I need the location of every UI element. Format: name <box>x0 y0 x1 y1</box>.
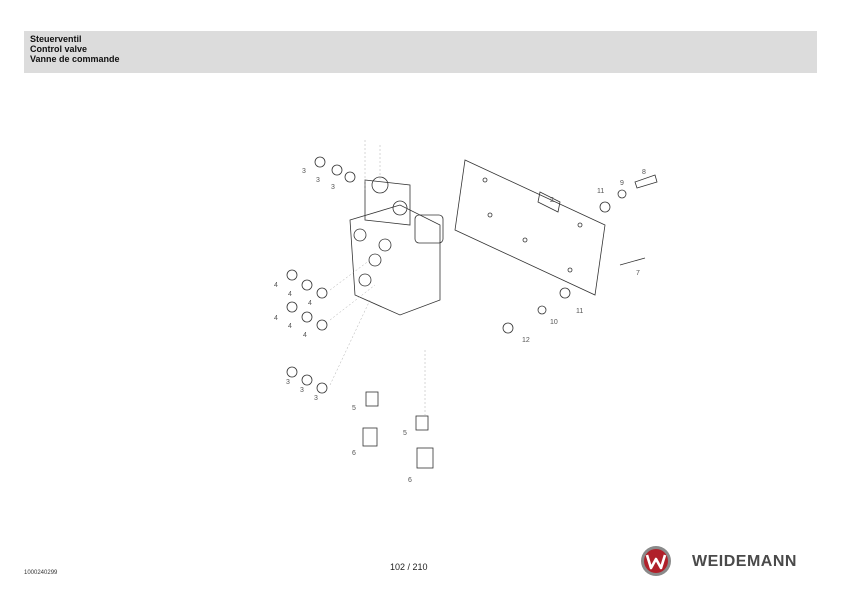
callout-5: 5 <box>403 430 407 437</box>
brand-name: WEIDEMANN <box>692 553 797 570</box>
nut-10 <box>537 305 547 315</box>
callout-5: 5 <box>352 405 356 412</box>
exploded-parts-drawing: 2 3 3 3 4 4 4 4 4 4 3 3 3 5 6 5 6 7 8 9 … <box>274 140 658 484</box>
fitting-6 <box>416 447 434 469</box>
callout-12: 12 <box>522 337 530 344</box>
fitting-5 <box>415 415 429 431</box>
nut-9 <box>617 189 627 199</box>
callout-4: 4 <box>308 300 312 307</box>
callout-3: 3 <box>316 177 320 184</box>
fitting-3 <box>286 366 298 378</box>
fitting-3 <box>301 374 313 386</box>
gasket-plate <box>454 159 606 296</box>
washer-11 <box>599 201 611 213</box>
callout-11: 11 <box>576 308 583 315</box>
stud-7 <box>619 257 646 266</box>
fitting-4 <box>316 287 328 299</box>
bolt-8 <box>634 174 658 189</box>
block-port <box>378 238 392 252</box>
callout-11: 11 <box>597 188 604 195</box>
fitting-4 <box>301 311 313 323</box>
callout-3: 3 <box>300 387 304 394</box>
callout-3: 3 <box>331 184 335 191</box>
callout-2: 2 <box>550 197 554 204</box>
page-number: 102 / 210 <box>390 562 428 572</box>
block-port <box>358 273 372 287</box>
fitting-6 <box>362 427 378 447</box>
callout-3: 3 <box>314 395 318 402</box>
fitting-5 <box>365 391 379 407</box>
nut-12 <box>502 322 514 334</box>
title-bar: Steuerventil Control valve Vanne de comm… <box>24 31 817 73</box>
gasket-notch <box>537 191 561 213</box>
valve-cap <box>392 200 408 216</box>
fitting-3 <box>344 171 356 183</box>
callout-10: 10 <box>550 319 558 326</box>
callout-7: 7 <box>636 270 640 277</box>
fitting-4 <box>316 319 328 331</box>
callout-6: 6 <box>352 450 356 457</box>
valve-block-top <box>364 179 411 226</box>
callout-3: 3 <box>302 168 306 175</box>
fitting-4 <box>286 301 298 313</box>
plate-hole <box>522 237 528 243</box>
title-french: Vanne de commande <box>30 54 120 64</box>
callout-8: 8 <box>642 169 646 176</box>
plate-hole <box>567 267 573 273</box>
callout-4: 4 <box>303 332 307 339</box>
callout-3: 3 <box>286 379 290 386</box>
block-port <box>368 253 382 267</box>
callout-4: 4 <box>274 282 278 289</box>
fitting-3 <box>331 164 343 176</box>
callout-4: 4 <box>274 315 278 322</box>
fitting-4 <box>286 269 298 281</box>
valve-cap <box>371 176 389 194</box>
title-german: Steuerventil <box>30 34 82 44</box>
callout-4: 4 <box>288 323 292 330</box>
block-port <box>353 228 367 242</box>
title-english: Control valve <box>30 44 88 54</box>
solenoid <box>414 214 444 244</box>
fitting-3 <box>316 382 328 394</box>
callout-6: 6 <box>408 477 412 484</box>
plate-hole <box>482 177 488 183</box>
callout-4: 4 <box>288 291 292 298</box>
fitting-3 <box>314 156 326 168</box>
valve-block <box>349 204 441 316</box>
washer-11 <box>559 287 571 299</box>
plate-hole <box>577 222 583 228</box>
weidemann-logo-icon <box>641 546 671 576</box>
document-number: 1000240299 <box>24 570 58 576</box>
callout-9: 9 <box>620 180 624 187</box>
fitting-4 <box>301 279 313 291</box>
plate-hole <box>487 212 493 218</box>
